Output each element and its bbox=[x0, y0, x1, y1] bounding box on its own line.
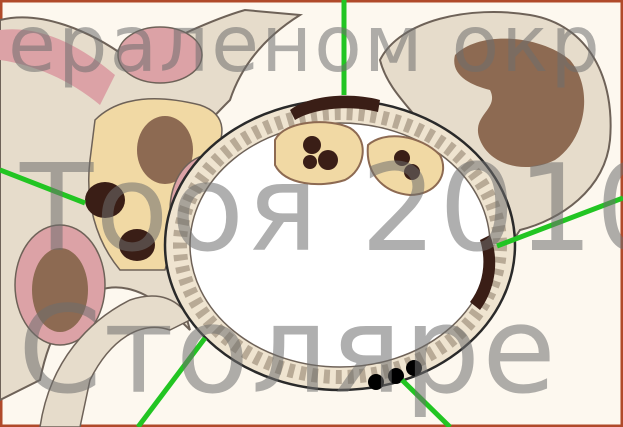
follicle-left bbox=[275, 122, 363, 184]
follicle-right-dark-2 bbox=[404, 164, 420, 180]
left-dark-node-2 bbox=[119, 229, 155, 261]
pointer-line-bottom-left bbox=[138, 338, 205, 427]
bottom-dot-1 bbox=[368, 374, 384, 390]
bottom-dot-3 bbox=[406, 360, 422, 376]
follicle-right-dark-1 bbox=[394, 150, 410, 166]
follicle-left-dark-1 bbox=[303, 136, 321, 154]
upper-pink-organ bbox=[118, 27, 202, 83]
lower-left-brown-core bbox=[32, 248, 88, 332]
follicle-left-dark-2 bbox=[318, 150, 338, 170]
left-dark-node-1 bbox=[85, 182, 125, 218]
follicle-left-dark-3 bbox=[303, 155, 317, 169]
pointer-line-bottom-right bbox=[402, 380, 450, 427]
